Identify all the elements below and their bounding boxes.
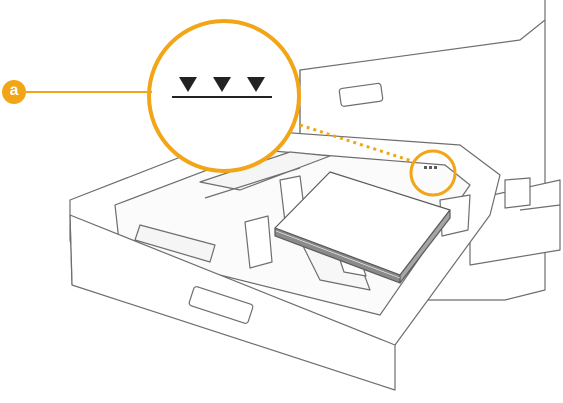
limit-mark-small — [424, 166, 437, 169]
callout-label-a: a — [2, 80, 26, 104]
